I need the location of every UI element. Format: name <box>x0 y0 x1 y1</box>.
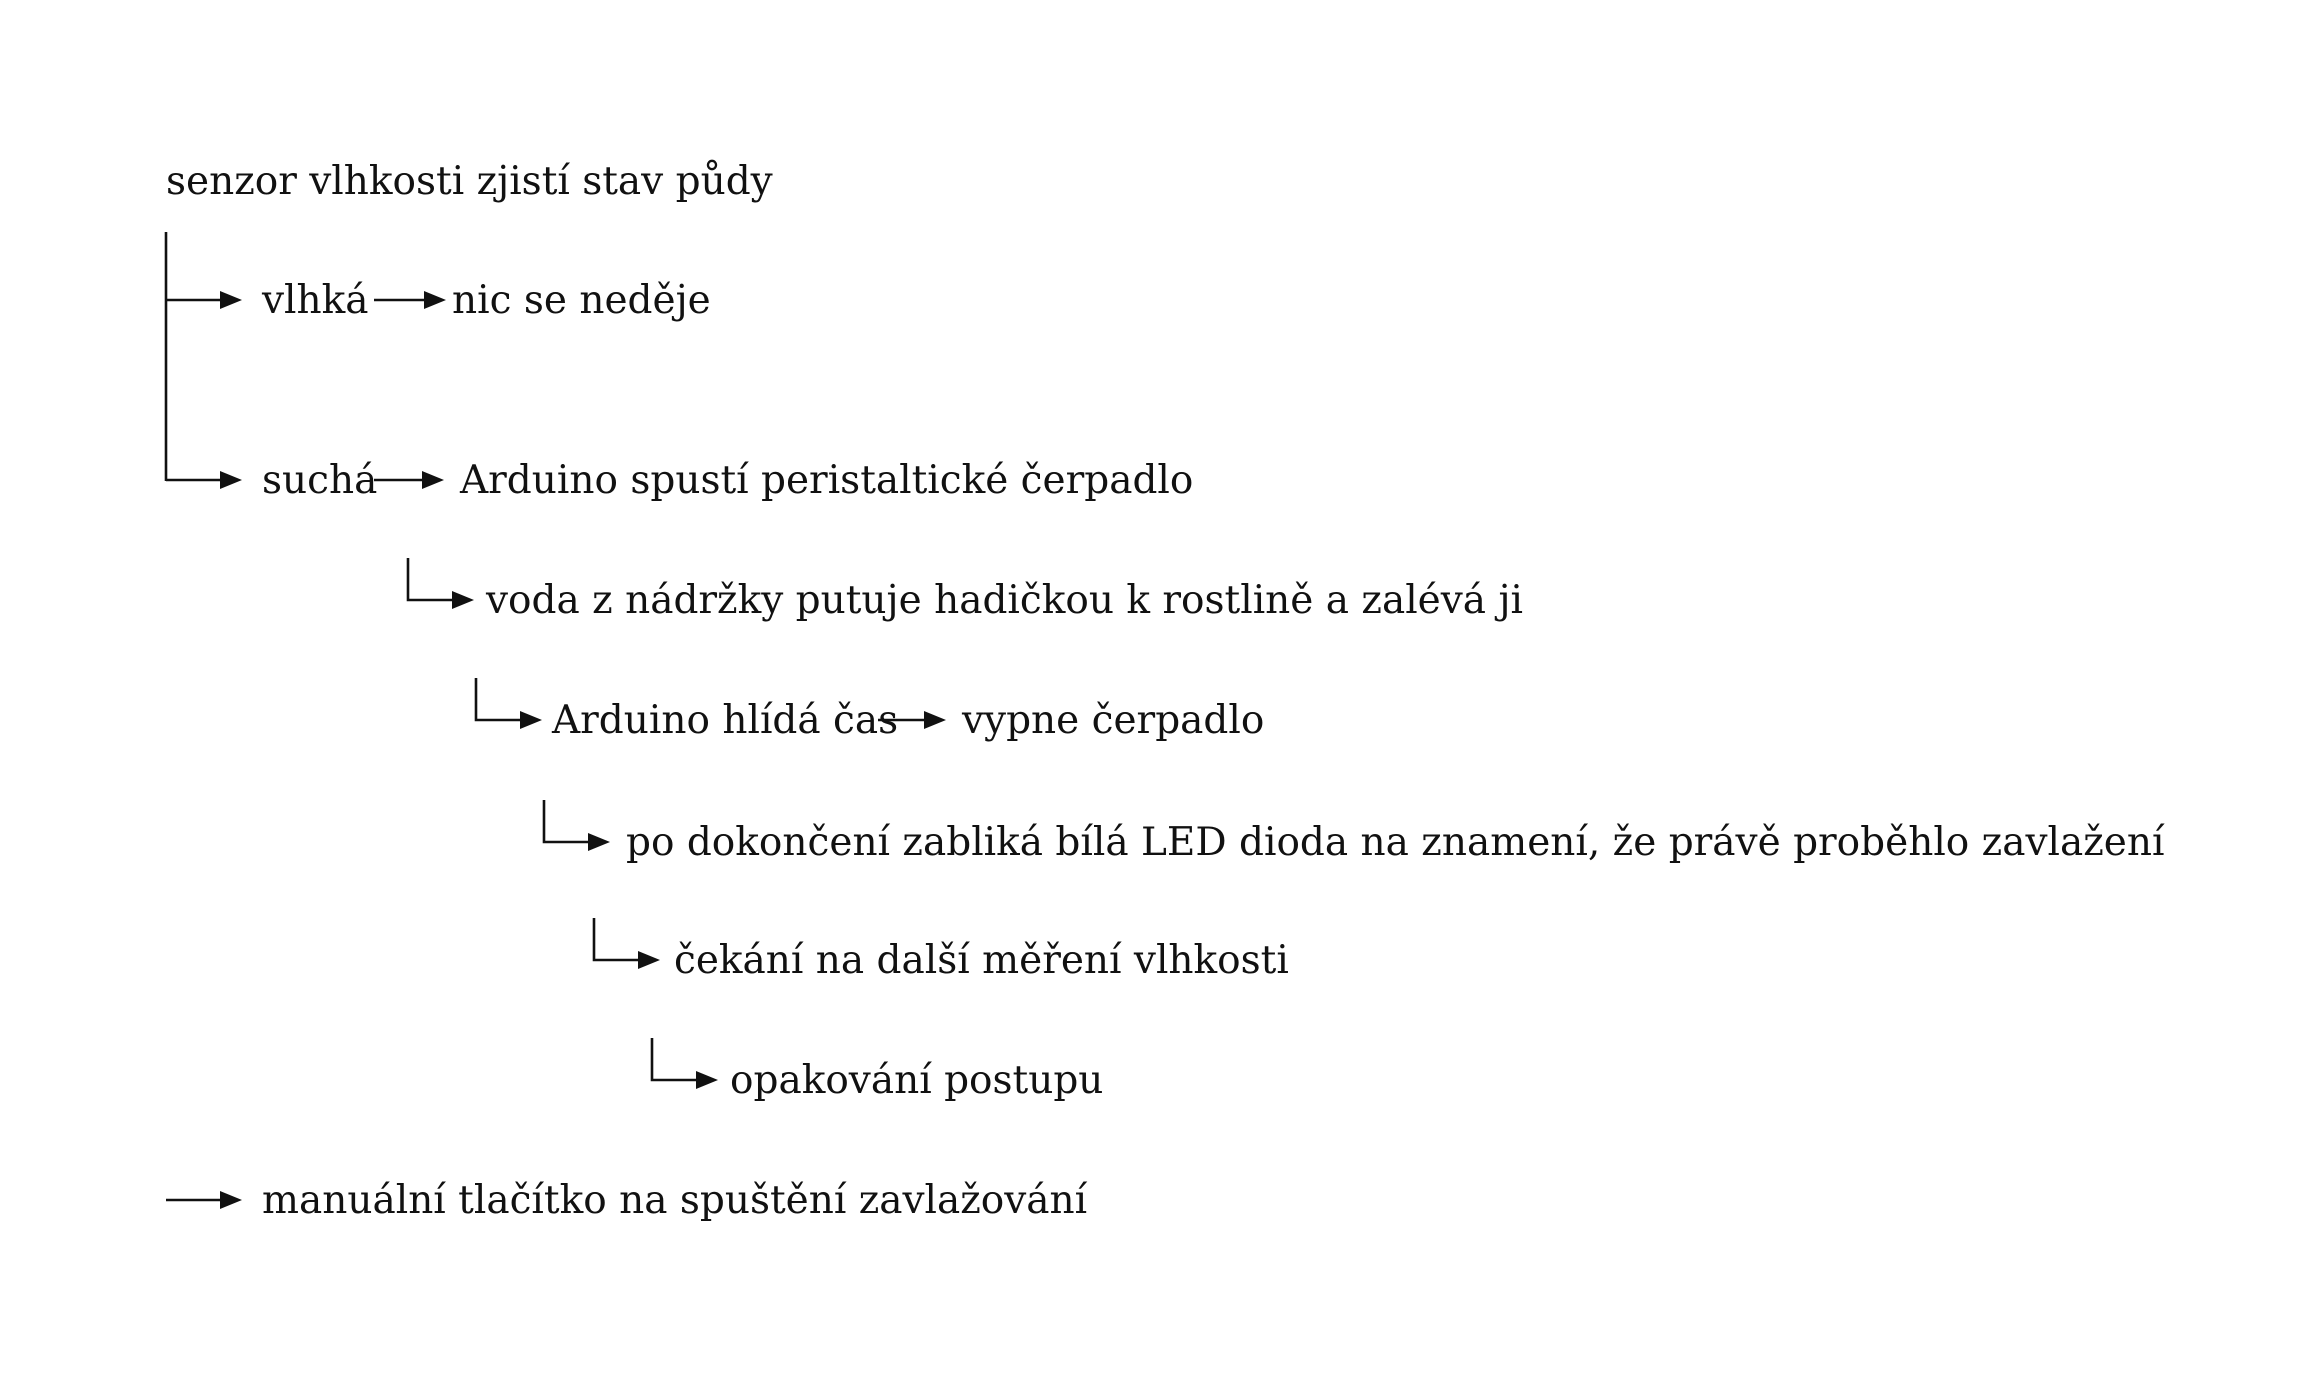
timer-node-label: Arduino hlídá čas <box>551 698 898 743</box>
timer-to-pump-off-arrowhead <box>924 711 946 729</box>
manual-node-label: manuální tlačítko na spuštění zavlažován… <box>262 1178 1088 1223</box>
led-step-arrowhead <box>588 833 610 851</box>
led-step-connector <box>542 800 590 844</box>
pump-off-node-label: vypne čerpadlo <box>961 698 1264 743</box>
water-step-arrowhead <box>452 591 474 609</box>
nothing-node-label: nic se neděje <box>452 278 711 323</box>
dry-to-pump-arrowhead <box>422 471 444 489</box>
timer-step-connector <box>474 678 522 722</box>
wait-node-label: čekání na další měření vlhkosti <box>674 938 1289 983</box>
led-node-label: po dokončení zabliká bílá LED dioda na z… <box>626 820 2165 865</box>
repeat-step-connector <box>650 1038 698 1082</box>
moist-to-nothing-arrowhead <box>424 291 446 309</box>
moist-node-label: vlhká <box>261 278 369 323</box>
dry-node-label: suchá <box>262 458 377 503</box>
dry-branch-arrowhead <box>220 471 242 489</box>
water-flows-node-label: voda z nádržky putuje hadičkou k rostlin… <box>485 578 1523 623</box>
wait-step-arrowhead <box>638 951 660 969</box>
root-node-label: senzor vlhkosti zjistí stav půdy <box>166 159 773 204</box>
timer-step-arrowhead <box>520 711 542 729</box>
moist-branch-arrowhead <box>220 291 242 309</box>
manual-arrowhead <box>220 1191 242 1209</box>
water-step-connector <box>406 558 454 602</box>
repeat-node-label: opakování postupu <box>730 1058 1103 1103</box>
repeat-step-arrowhead <box>696 1071 718 1089</box>
pump-on-node-label: Arduino spustí peristaltické čerpadlo <box>459 458 1193 503</box>
wait-step-connector <box>592 918 640 962</box>
